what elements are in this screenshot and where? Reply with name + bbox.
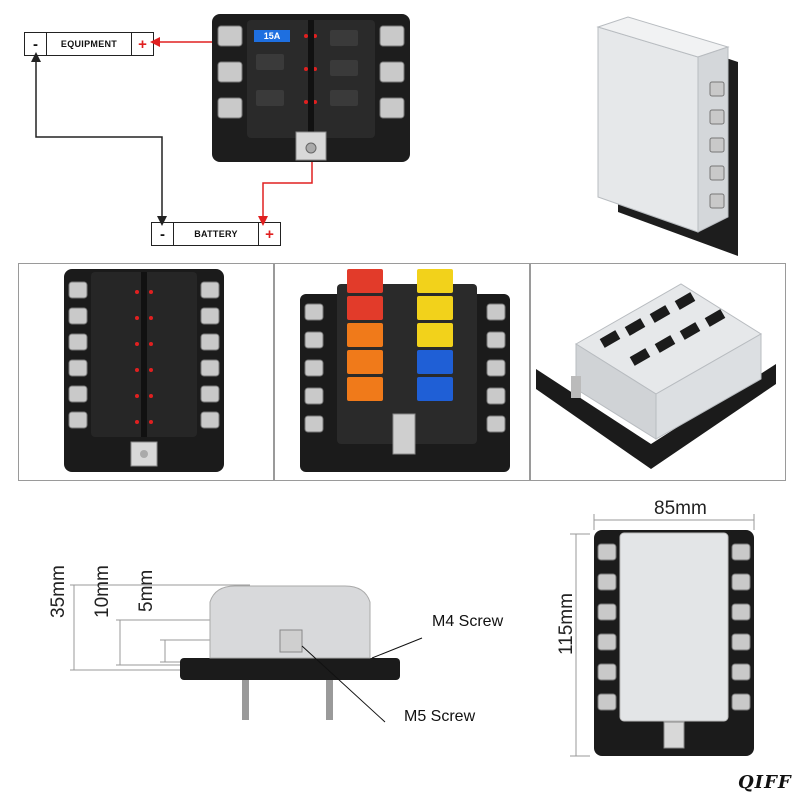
black-arrow-up xyxy=(31,52,41,62)
dim-total-height: 35mm xyxy=(48,565,69,618)
wiring-diagram: - EQUIPMENT + - BATTERY + xyxy=(0,0,560,255)
fuse-block-black-top xyxy=(64,269,224,472)
red-wire-battery xyxy=(262,148,313,222)
side-view-diagram xyxy=(70,584,423,723)
equipment-label: EQUIPMENT xyxy=(60,39,118,49)
photo-panel-top-view xyxy=(18,263,274,481)
equipment-minus: - xyxy=(25,33,47,55)
fuses-right xyxy=(417,269,453,401)
photo-panel-fuses xyxy=(274,263,530,481)
callout-m4-screw: M4 Screw xyxy=(432,613,504,630)
brand-watermark: QIFF xyxy=(738,772,792,793)
dim-height: 115mm xyxy=(556,593,577,655)
fuses-left xyxy=(347,269,383,401)
dim-width: 85mm xyxy=(654,498,707,519)
battery-label: BATTERY xyxy=(194,229,238,239)
fuse-block-with-fuses xyxy=(300,269,510,472)
dim-small-height: 5mm xyxy=(136,569,157,612)
black-arrow-down xyxy=(157,216,167,226)
battery-minus: - xyxy=(152,223,174,245)
fuse-block-covered-perspective xyxy=(596,16,738,256)
equipment-plus: + xyxy=(131,33,153,55)
callout-m5-screw: M5 Screw xyxy=(404,708,476,725)
red-arrow-battery-down xyxy=(258,216,268,226)
front-view-diagram xyxy=(570,514,755,757)
photo-panel-perspective xyxy=(530,263,786,481)
red-arrow-equipment-left xyxy=(150,37,160,47)
battery-box: - BATTERY + xyxy=(151,222,281,246)
equipment-box: - EQUIPMENT + xyxy=(24,32,154,56)
black-wire xyxy=(35,56,163,222)
dim-mid-height: 10mm xyxy=(92,565,113,618)
fuse-rating-label: 15A xyxy=(263,31,281,41)
battery-plus: + xyxy=(258,223,280,245)
fuse-block-clear-cover-angle xyxy=(536,283,776,469)
fuse-block-top-view xyxy=(212,14,410,162)
